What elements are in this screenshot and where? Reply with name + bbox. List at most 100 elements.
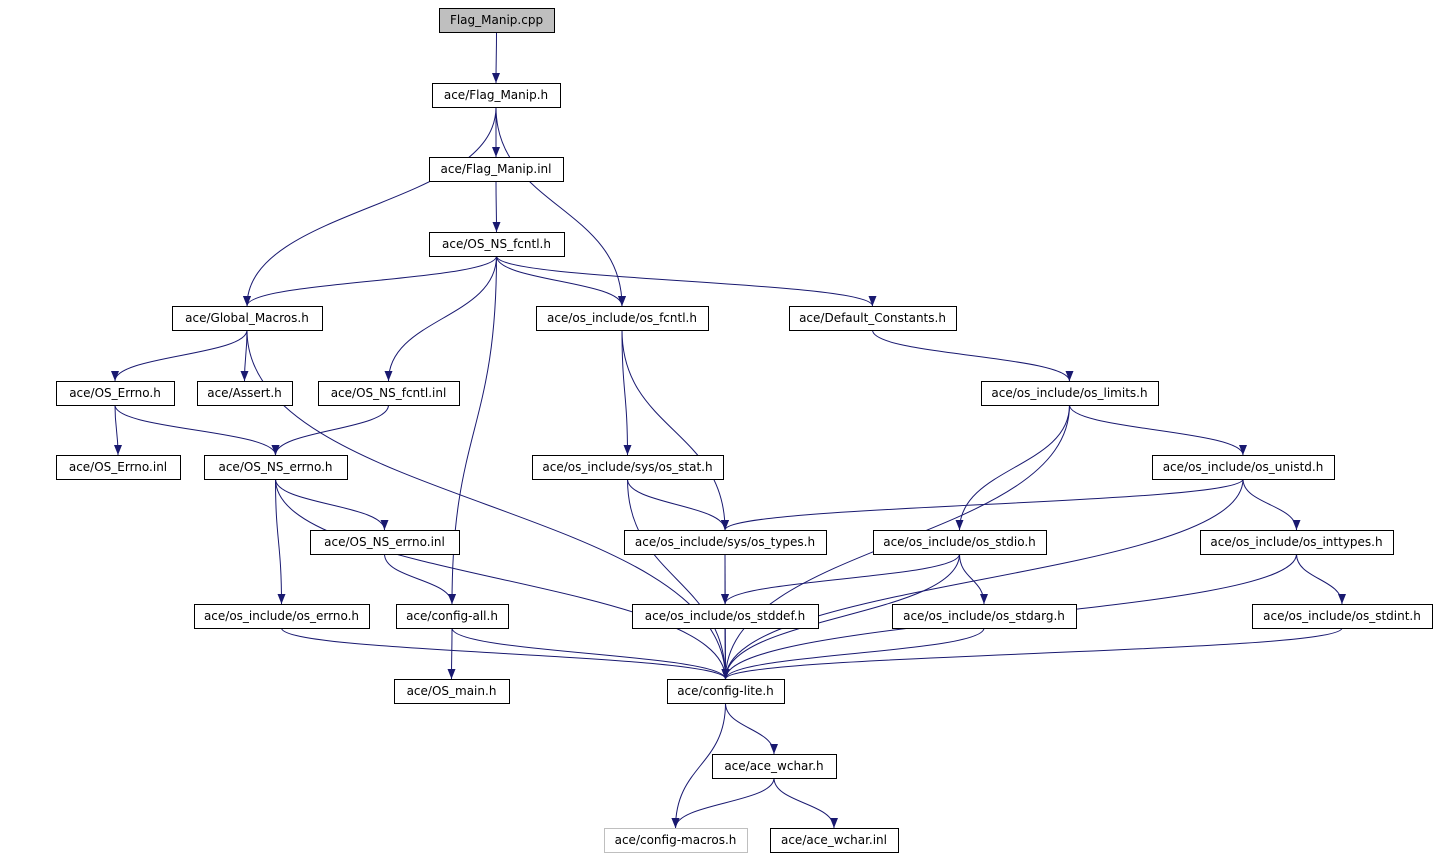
- node-box: [1152, 455, 1335, 480]
- node-box: [56, 455, 181, 480]
- node-box: [873, 530, 1047, 555]
- nodes: Flag_Manip.cpp ace/Flag_Manip.h ace/Flag_M…: [56, 8, 1433, 853]
- edge-os_fcntl_h-to-sys_os_types_h: [621, 329, 729, 531]
- edge-os_ns_fcntl_h-to-os_ns_fcntl_inl: [384, 255, 497, 382]
- node-label: ace/config-all.h: [406, 609, 498, 623]
- node-label: ace/ace_wchar.inl: [781, 833, 887, 847]
- node-flag-manip-h[interactable]: ace/Flag_Manip.h: [432, 83, 561, 108]
- node-os-errno-h[interactable]: ace/OS_Errno.h: [56, 381, 175, 406]
- edge-os_stddef_h-to-config_lite_h: [721, 627, 730, 680]
- node-box: [770, 828, 899, 853]
- node-box: [712, 754, 837, 779]
- node-global-macros-h[interactable]: ace/Global_Macros.h: [172, 306, 323, 331]
- edge-os_stdio_h-to-config_lite_h: [721, 553, 960, 680]
- node-os-main-h[interactable]: ace/OS_main.h: [394, 679, 510, 704]
- node-box: [892, 604, 1077, 629]
- node-sys-os-types-h[interactable]: ace/os_include/sys/os_types.h: [624, 530, 827, 555]
- node-label: ace/Flag_Manip.inl: [441, 162, 552, 176]
- node-box: [429, 157, 564, 182]
- node-label: ace/OS_Errno.inl: [69, 460, 167, 474]
- node-label: ace/os_include/os_stdint.h: [1263, 609, 1421, 623]
- node-os-stdint-h[interactable]: ace/os_include/os_stdint.h: [1252, 604, 1433, 629]
- edge-flag_manip_h-to-os_fcntl_h: [495, 106, 626, 307]
- node-box: [197, 381, 293, 406]
- node-label: ace/OS_NS_errno.inl: [324, 535, 445, 549]
- edge-config_lite_h-to-config_macros_h: [671, 702, 726, 829]
- node-box: [532, 455, 724, 480]
- node-os-stdarg-h[interactable]: ace/os_include/os_stdarg.h: [892, 604, 1077, 629]
- edge-os_ns_fcntl_h-to-default_constants_h: [496, 255, 877, 307]
- node-label: Flag_Manip.cpp: [450, 13, 543, 27]
- edge-os_inttypes_h-to-os_stdint_h: [1296, 553, 1346, 605]
- node-box: [56, 381, 175, 406]
- node-box: [981, 381, 1159, 406]
- node-os-ns-errno-h[interactable]: ace/OS_NS_errno.h: [204, 455, 348, 480]
- node-box: [1200, 530, 1394, 555]
- edge-os_stdarg_h-to-config_lite_h: [721, 627, 985, 680]
- node-label: ace/os_include/os_stdarg.h: [903, 609, 1065, 623]
- node-os-ns-fcntl-inl[interactable]: ace/OS_NS_fcntl.inl: [318, 381, 460, 406]
- node-os-include-errno-h[interactable]: ace/os_include/os_errno.h: [194, 604, 370, 629]
- node-os-limits-h[interactable]: ace/os_include/os_limits.h: [981, 381, 1159, 406]
- edge-ace_wchar_h-to-config_macros_h: [671, 777, 775, 829]
- node-ace-wchar-inl[interactable]: ace/ace_wchar.inl: [770, 828, 899, 853]
- node-label: ace/Default_Constants.h: [799, 311, 946, 325]
- edge-os_ns_fcntl_h-to-global_macros_h: [243, 255, 497, 307]
- edge-os_unistd_h-to-os_inttypes_h: [1242, 478, 1301, 531]
- node-label: ace/OS_NS_errno.h: [218, 460, 332, 474]
- node-box: [439, 8, 555, 33]
- node-os-errno-inl[interactable]: ace/OS_Errno.inl: [56, 455, 181, 480]
- node-default-constants-h[interactable]: ace/Default_Constants.h: [789, 306, 957, 331]
- node-label: ace/config-macros.h: [615, 833, 737, 847]
- edge-os_ns_errno_h-to-os_include_errno_h: [275, 478, 286, 605]
- node-os-stddef-h[interactable]: ace/os_include/os_stddef.h: [632, 604, 819, 629]
- edge-config_lite_h-to-ace_wchar_h: [725, 702, 778, 755]
- node-box: [172, 306, 323, 331]
- edge-os_unistd_h-to-config_lite_h: [721, 478, 1244, 680]
- node-os-ns-fcntl-h[interactable]: ace/OS_NS_fcntl.h: [429, 232, 565, 257]
- node-box: [204, 455, 348, 480]
- edge-os_errno_h-to-os_ns_errno_h: [114, 404, 280, 456]
- edge-config_all_h-to-config_lite_h: [451, 627, 730, 680]
- node-os-ns-errno-inl[interactable]: ace/OS_NS_errno.inl: [310, 530, 460, 555]
- node-label: ace/os_include/os_errno.h: [204, 609, 359, 623]
- edge-os_include_errno_h-to-config_lite_h: [281, 627, 730, 680]
- node-sys-os-stat-h[interactable]: ace/os_include/sys/os_stat.h: [532, 455, 724, 480]
- edge-config_all_h-to-os_main_h: [447, 627, 456, 680]
- node-config-all-h[interactable]: ace/config-all.h: [396, 604, 509, 629]
- node-os-stdio-h[interactable]: ace/os_include/os_stdio.h: [873, 530, 1047, 555]
- node-flag-manip-inl[interactable]: ace/Flag_Manip.inl: [429, 157, 564, 182]
- edge-global_macros_h-to-os_errno_h: [111, 329, 248, 382]
- node-label: ace/os_include/os_stddef.h: [645, 609, 805, 623]
- edge-flag_manip_cpp-to-flag_manip_h: [492, 31, 501, 84]
- edge-os_ns_errno_h-to-os_ns_errno_inl: [275, 478, 389, 531]
- node-label: ace/config-lite.h: [677, 684, 774, 698]
- node-label: ace/os_include/sys/os_types.h: [635, 535, 815, 549]
- node-label: ace/os_include/os_limits.h: [991, 386, 1147, 400]
- edge-default_constants_h-to-os_limits_h: [872, 329, 1074, 382]
- node-box: [789, 306, 957, 331]
- node-config-lite-h[interactable]: ace/config-lite.h: [667, 679, 785, 704]
- node-flag-manip-cpp[interactable]: Flag_Manip.cpp: [439, 8, 555, 33]
- node-config-macros-h[interactable]: ace/config-macros.h: [604, 828, 748, 853]
- node-box: [604, 828, 748, 853]
- edge-os_limits_h-to-os_stdio_h: [955, 404, 1070, 531]
- node-label: ace/ace_wchar.h: [724, 759, 823, 773]
- node-label: ace/Global_Macros.h: [185, 311, 309, 325]
- node-label: ace/Assert.h: [207, 386, 282, 400]
- edge-os_errno_h-to-os_errno_inl: [113, 404, 122, 456]
- node-box: [536, 306, 709, 331]
- edge-os_unistd_h-to-sys_os_types_h: [721, 478, 1244, 531]
- node-os-fcntl-h[interactable]: ace/os_include/os_fcntl.h: [536, 306, 709, 331]
- node-os-inttypes-h[interactable]: ace/os_include/os_inttypes.h: [1200, 530, 1394, 555]
- node-assert-h[interactable]: ace/Assert.h: [197, 381, 293, 406]
- edge-flag_manip_h-to-global_macros_h: [243, 106, 497, 307]
- edge-os_ns_fcntl_h-to-os_fcntl_h: [496, 255, 626, 307]
- edge-global_macros_h-to-assert_h: [240, 329, 249, 382]
- node-os-unistd-h[interactable]: ace/os_include/os_unistd.h: [1152, 455, 1335, 480]
- node-label: ace/os_include/os_unistd.h: [1163, 460, 1324, 474]
- node-box: [632, 604, 819, 629]
- edge-os_stdio_h-to-os_stddef_h: [721, 553, 960, 605]
- node-ace-wchar-h[interactable]: ace/ace_wchar.h: [712, 754, 837, 779]
